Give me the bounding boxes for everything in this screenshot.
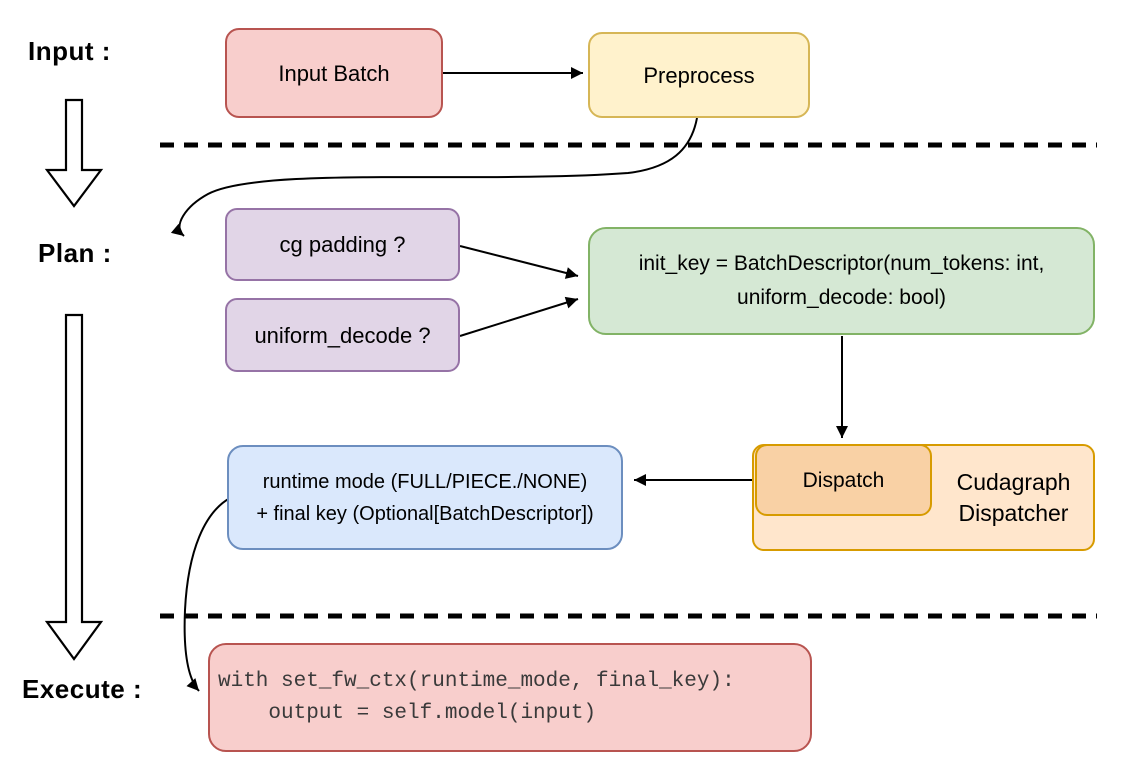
edge-uniform-decode-to-init-key	[459, 296, 579, 337]
input-batch-node: Input Batch	[225, 28, 443, 118]
edge-runtime-mode-to-execute-code	[183, 497, 231, 692]
uniform-decode-label: uniform_decode ?	[254, 322, 431, 348]
runtime-mode-line2: + final key (Optional[BatchDescriptor])	[256, 502, 594, 525]
plan-stage-label: Plan :	[38, 238, 112, 268]
execute-code-line1: with set_fw_ctx(runtime_mode, final_key)…	[218, 669, 735, 693]
init-key-node: init_key = BatchDescriptor(num_tokens: i…	[588, 227, 1095, 335]
cg-padding-label: cg padding ?	[279, 232, 406, 257]
execute-stage-label: Execute :	[22, 674, 143, 704]
init-key-line1: init_key = BatchDescriptor(num_tokens: i…	[638, 252, 1045, 275]
cudagraph-dispatcher-label: Cudagraph Dispatcher	[932, 444, 1095, 551]
edge-cg-padding-to-init-key	[459, 245, 579, 279]
init-key-line2: uniform_decode: bool)	[737, 286, 946, 309]
preprocess-node: Preprocess	[588, 32, 810, 118]
execute-code-node: with set_fw_ctx(runtime_mode, final_key)…	[208, 643, 812, 752]
down-arrow-plan-to-execute-icon	[44, 313, 104, 661]
runtime-mode-node: runtime mode (FULL/PIECE./NONE) + final …	[227, 445, 623, 550]
down-arrow-input-to-plan-icon	[44, 98, 104, 208]
execute-code-line2: output = self.model(input)	[218, 701, 597, 725]
edge-preprocess-to-cg-padding	[170, 117, 698, 237]
runtime-mode-line1: runtime mode (FULL/PIECE./NONE)	[262, 470, 588, 493]
cudagraph-dispatcher-line1: Cudagraph	[956, 468, 1071, 495]
input-batch-label: Input Batch	[278, 60, 390, 86]
input-stage-label: Input :	[28, 36, 111, 66]
dispatch-label: Dispatch	[802, 468, 885, 492]
cudagraph-dispatcher-line2: Dispatcher	[958, 499, 1069, 526]
dispatch-node: Dispatch	[755, 444, 932, 516]
cg-padding-node: cg padding ?	[225, 208, 460, 281]
preprocess-label: Preprocess	[643, 62, 755, 88]
uniform-decode-node: uniform_decode ?	[225, 298, 460, 372]
